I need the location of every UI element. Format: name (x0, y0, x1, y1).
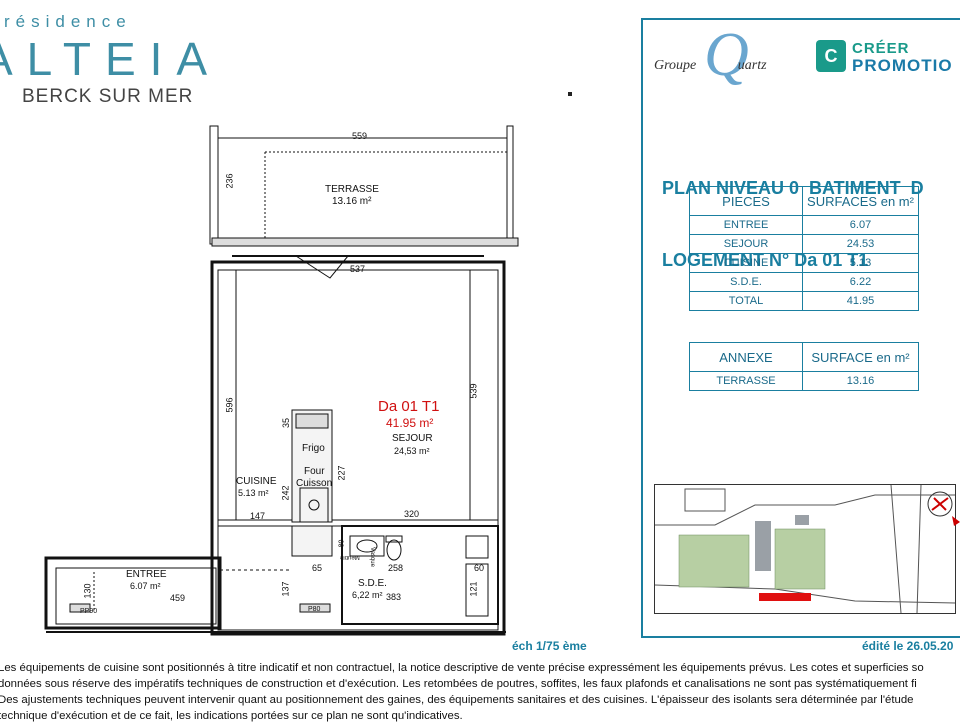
sejour-area: 24,53 m² (394, 446, 430, 456)
apartment-wall (210, 260, 506, 636)
quartz-logo-q: Q (704, 21, 749, 89)
brand-logo-text: ALTEIA (0, 33, 222, 85)
creer-text: CRÉER (852, 40, 910, 57)
sejour-label: SEJOUR (392, 433, 433, 444)
notice-line: Les équipements de cuisine sont position… (0, 662, 924, 674)
dim-label: 596 (224, 397, 235, 413)
table-cell: 6.22 (802, 272, 919, 292)
cuisine-area: 5.13 m² (238, 488, 269, 498)
dim-label: 121 (468, 581, 479, 597)
entree-label: ENTREE (126, 569, 167, 580)
scale-label: éch 1/75 ème (512, 639, 587, 653)
meuble-label: Meuble (340, 554, 360, 560)
dim-label: 242 (280, 485, 291, 501)
vasque-label: Vasque (368, 547, 375, 567)
terrasse-area: 13.16 m² (332, 196, 372, 207)
dim-label: 227 (336, 465, 347, 481)
disclaimer-notice: Les équipements de cuisine sont position… (0, 660, 960, 724)
table-cell: SEJOUR (689, 234, 803, 254)
dim-label: 130 (82, 583, 93, 599)
p80-label: P80 (308, 606, 321, 613)
table-row: S.D.E.6.22 (689, 272, 919, 292)
cuisson-label: Cuisson (296, 478, 333, 489)
brand-subtitle: résidence (4, 12, 132, 31)
dim-label: 539 (468, 383, 479, 399)
dim-label: 60 (474, 563, 485, 573)
dim-label: 137 (280, 581, 291, 597)
table-cell: TOTAL (689, 291, 803, 311)
info-panel (641, 18, 960, 638)
north-arrow-icon (927, 491, 960, 526)
table-cell: CUISINE (689, 253, 803, 273)
promotion-text: PROMOTIO (852, 56, 953, 75)
dim-label: 320 (404, 509, 420, 519)
door-swing (295, 255, 349, 279)
edited-date: édité le 26.05.20 (862, 639, 954, 653)
notice-line: données sous réserve des impératifs tech… (0, 678, 917, 690)
dim-label: 236 (224, 173, 235, 189)
table-cell: 6.07 (802, 215, 919, 235)
dim-label: 65 (312, 563, 323, 573)
kitchen-column (291, 409, 333, 523)
cooktop (299, 487, 329, 523)
floor-plan (44, 125, 519, 636)
notice-line: Des ajustements techniques peuvent inter… (0, 694, 914, 706)
dim-label: 147 (250, 511, 266, 521)
dim-label: 537 (350, 264, 366, 274)
dim-label: 80 (338, 539, 346, 548)
table-header: PIECES (689, 186, 803, 216)
brand-city: BERCK SUR MER (22, 86, 194, 107)
terrasse-label: TERRASSE (325, 184, 379, 195)
dim-label: 258 (388, 563, 404, 573)
terrace-slab-edge (211, 237, 519, 247)
dim-label: 35 (281, 417, 292, 429)
table-header: ANNEXE (689, 342, 803, 372)
notice-line: technique d'exécution et de ce fait, les… (0, 710, 463, 722)
terrace-rail-right (506, 125, 514, 245)
sde-area: 6,22 m² (352, 590, 383, 600)
vasque-basin (349, 535, 385, 557)
building-highlight (759, 593, 811, 601)
four-label: Four (304, 466, 325, 477)
groupe-quartz-logo: Groupe uartz (654, 58, 767, 74)
table-cell: 5.13 (802, 253, 919, 273)
dim-label: 559 (352, 131, 368, 141)
groupe-text: Groupe (654, 58, 697, 73)
table-cell: 24.53 (802, 234, 919, 254)
terrace-rail-left (209, 125, 219, 245)
unit-title: Da 01 T1 (378, 398, 440, 415)
table-cell: TERRASSE (689, 371, 803, 391)
table-cell: 13.16 (802, 371, 919, 391)
dim-label: 459 (170, 593, 186, 603)
quartz-text: uartz (737, 58, 767, 73)
creer-promotion-icon: C (816, 40, 846, 72)
corner-mark (568, 92, 572, 96)
site-plan-map (654, 484, 956, 614)
table-cell: S.D.E. (689, 272, 803, 292)
entree-area: 6.07 m² (130, 581, 161, 591)
table-cell: ENTREE (689, 215, 803, 235)
sde-label: S.D.E. (358, 578, 387, 589)
sde-wall (341, 525, 499, 625)
cuisine-label: CUISINE (236, 476, 277, 487)
table-header: SURFACES en m² (802, 186, 919, 216)
table-header: SURFACE en m² (802, 342, 919, 372)
dim-label: 383 (386, 592, 402, 602)
entree-wall (44, 556, 222, 630)
pp90-label: PP90 (80, 608, 98, 615)
table-cell: 41.95 (802, 291, 919, 311)
frigo-label: Frigo (302, 443, 325, 454)
unit-area: 41.95 m² (386, 416, 434, 430)
toilet (386, 539, 402, 561)
